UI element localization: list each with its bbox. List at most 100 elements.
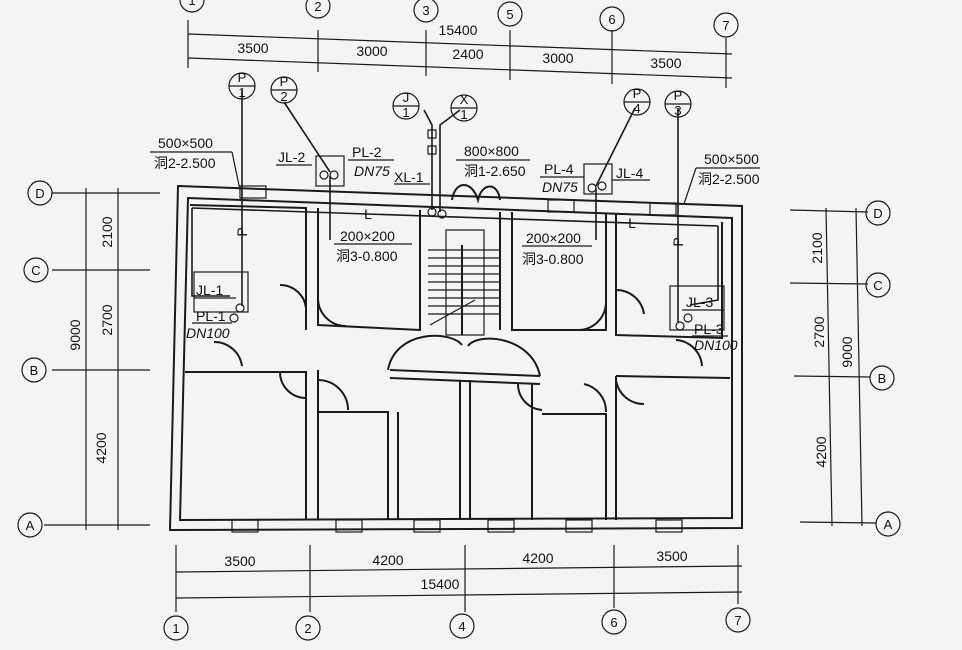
hole-right-size: 500×500 (704, 151, 759, 167)
vent-opening (451, 184, 501, 204)
hole-inner-left-size: 200×200 (340, 228, 395, 244)
right-dimension-chain: 2100 2700 9000 4200 (789, 207, 877, 527)
riser-symbol-icon (329, 170, 339, 180)
top-dimension-chain: 15400 3500 3000 2400 3000 3500 (187, 20, 733, 88)
room-wall (185, 371, 307, 520)
axis-label: 5 (506, 7, 513, 22)
axis-label: A (884, 517, 893, 532)
room-wall (542, 413, 607, 520)
hole-inner-right-code: 洞3-0.800 (522, 251, 584, 267)
window (547, 199, 575, 213)
door-swing (387, 334, 463, 371)
axis-bubble (865, 272, 891, 298)
room-wall (615, 375, 731, 379)
axis-bubble (21, 357, 47, 383)
plumbing-pipes: L L P P (191, 90, 725, 331)
riser-symbol-icon (437, 209, 447, 219)
riser-bubble-x1: X 1 (450, 92, 478, 122)
window (231, 519, 259, 533)
axis-label: C (31, 263, 40, 278)
pipe-shaft (583, 163, 613, 195)
pipe-l-main (191, 207, 719, 227)
top-dim-1: 3500 (237, 40, 268, 56)
windows (231, 185, 683, 533)
riser-top-label: P (633, 86, 642, 101)
valve-icon (427, 129, 437, 139)
door-swing (615, 288, 645, 315)
riser-bottom-label: 2 (280, 89, 287, 104)
door-swing (577, 301, 607, 331)
left-total-dim: 9000 (67, 319, 83, 350)
right-ext-line (799, 521, 877, 524)
riser-symbol-icon (683, 313, 693, 323)
bottom-dim-4: 3500 (656, 548, 687, 564)
riser-bubble-j1: J 1 (392, 90, 420, 120)
axis-label: B (30, 363, 39, 378)
jl1-label: JL-1 (196, 282, 223, 298)
riser-bottom-label: 4 (633, 101, 640, 116)
riser-symbol-icon (597, 181, 607, 191)
axis-label: 4 (458, 619, 465, 634)
axis-bubble (599, 6, 625, 32)
left-dim-1: 2100 (99, 216, 115, 247)
hole-inner-right-size: 200×200 (526, 230, 581, 246)
pl1-label: PL-1 (196, 308, 226, 324)
riser-bottom-label: 1 (402, 105, 409, 120)
building-walls (168, 184, 743, 532)
jl2-label: JL-2 (278, 149, 305, 165)
outer-wall (168, 184, 743, 532)
pipe-shaft (669, 285, 725, 331)
pl4-dn-label: DN75 (542, 179, 578, 195)
room-wall (615, 214, 723, 340)
pipe-line (689, 226, 719, 306)
pipe-line (191, 208, 230, 297)
top-total-dim: 15400 (439, 22, 478, 38)
pipe-l-mark-left: L (364, 206, 372, 222)
axis-bubble (875, 511, 901, 537)
door-swing (467, 337, 541, 377)
riser-top-label: J (403, 90, 410, 105)
right-axis-bubbles: D C B A (865, 200, 901, 537)
riser-top-label: P (280, 74, 289, 89)
riser-bottom-label: 1 (238, 85, 245, 100)
bottom-total-dim-line (175, 591, 743, 599)
riser-bottom-label: 3 (674, 103, 681, 118)
door-swing (675, 339, 703, 367)
axis-label: 2 (304, 621, 311, 636)
riser-symbol-icon (229, 313, 239, 323)
riser-bubble-p1: P 1 (228, 70, 256, 100)
bottom-dim-3: 4200 (522, 550, 553, 566)
leader-line (683, 167, 697, 205)
riser-symbol-icon (319, 170, 329, 180)
door-swing (279, 371, 307, 399)
door-swing (583, 383, 608, 413)
window (649, 202, 677, 216)
window (655, 519, 683, 533)
pl3-dn-label: DN100 (694, 337, 738, 353)
axis-bubble (869, 365, 895, 391)
pipe-p-mark-right: P (670, 237, 686, 246)
riser-symbol-icon (427, 207, 437, 217)
right-dim-3: 4200 (813, 436, 829, 467)
hole-left-code: 洞2-2.500 (154, 155, 216, 171)
pl2-label: PL-2 (352, 144, 382, 160)
door-swing (213, 340, 243, 367)
left-dim-3: 4200 (93, 432, 109, 463)
riser-symbol-icon (587, 183, 597, 193)
hole-right-code: 洞2-2.500 (698, 171, 760, 187)
axis-label: A (26, 518, 35, 533)
axis-label: D (35, 186, 44, 201)
pl4-label: PL-4 (544, 161, 574, 177)
valve-icon (427, 145, 437, 155)
right-dim-1: 2100 (809, 232, 825, 263)
riser-bubble-p3: P 3 (664, 88, 692, 118)
door-swing (615, 379, 645, 406)
top-axis-bubbles: 1 2 3 5 6 7 (179, 0, 739, 38)
axis-bubble (449, 613, 475, 639)
axis-label: 3 (422, 3, 429, 18)
pl1-dn-label: DN100 (186, 325, 230, 341)
axis-label: D (873, 206, 882, 221)
left-dim-2: 2700 (99, 304, 115, 335)
axis-label: 7 (722, 18, 729, 33)
